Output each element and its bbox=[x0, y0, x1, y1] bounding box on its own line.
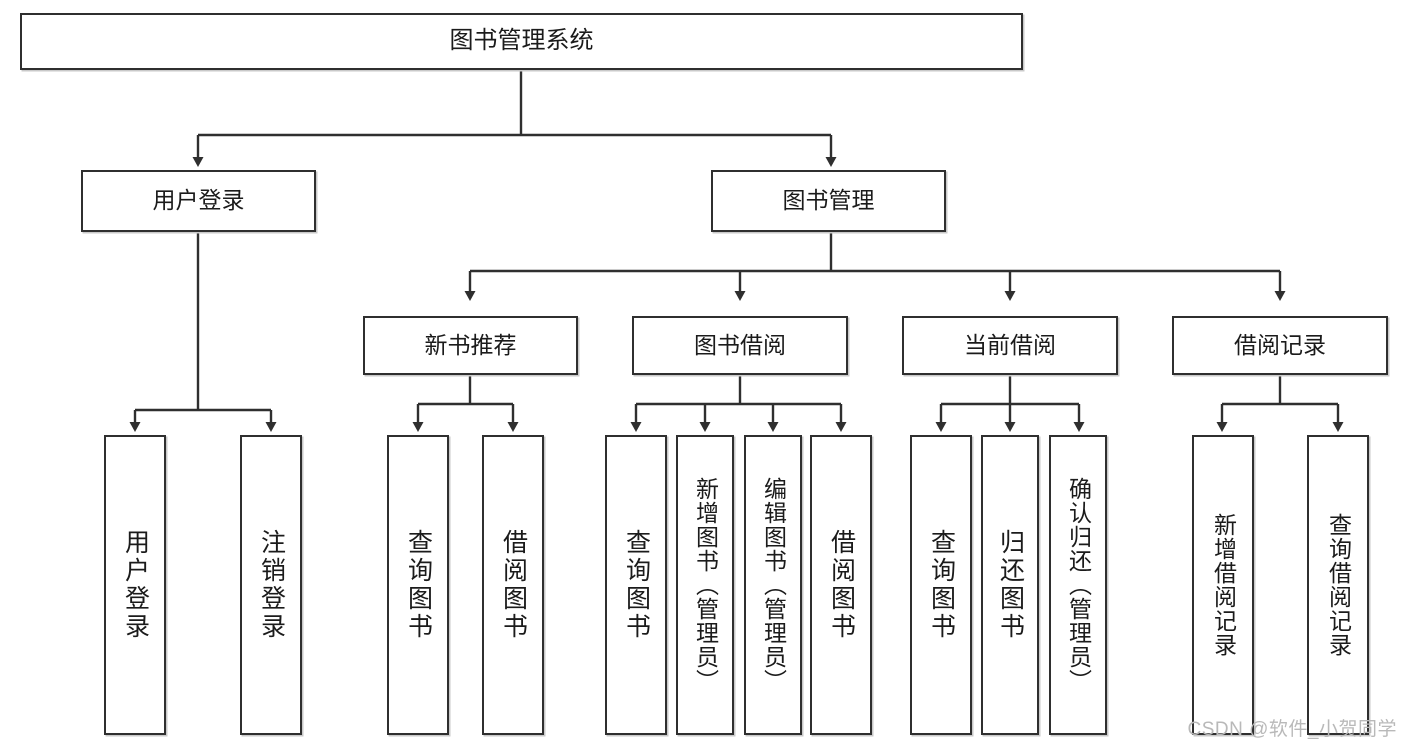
node-borrow-record[interactable]: 借阅记录 bbox=[1172, 316, 1388, 375]
node-label: 查询图书 bbox=[404, 529, 433, 641]
node-label: 图书借阅 bbox=[694, 331, 786, 358]
leaf-user-login-0[interactable]: 用户登录 bbox=[104, 435, 166, 735]
node-book-management[interactable]: 图书管理 bbox=[711, 170, 946, 232]
node-label: 新书推荐 bbox=[424, 331, 517, 358]
node-label: 用户登录 bbox=[152, 187, 245, 214]
node-label: 新增图书（管理员） bbox=[692, 477, 719, 693]
node-label: 确认归还（管理员） bbox=[1065, 477, 1092, 693]
node-label: 图书管理 bbox=[782, 187, 875, 214]
node-label: 查询图书 bbox=[927, 529, 956, 641]
node-label: 当前借阅 bbox=[964, 331, 1056, 358]
node-label: 编辑图书（管理员） bbox=[760, 477, 787, 693]
leaf-book-borrow-3[interactable]: 借阅图书 bbox=[810, 435, 872, 735]
node-label: 借阅记录 bbox=[1234, 331, 1326, 358]
leaf-current-borrow-0[interactable]: 查询图书 bbox=[910, 435, 972, 735]
node-label: 新增借阅记录 bbox=[1210, 513, 1237, 657]
leaf-borrow-record-0[interactable]: 新增借阅记录 bbox=[1192, 435, 1254, 735]
node-new-book-recommend[interactable]: 新书推荐 bbox=[363, 316, 578, 375]
node-user-login[interactable]: 用户登录 bbox=[81, 170, 316, 232]
leaf-current-borrow-2[interactable]: 确认归还（管理员） bbox=[1049, 435, 1107, 735]
leaf-new-book-recommend-0[interactable]: 查询图书 bbox=[387, 435, 449, 735]
node-root-system[interactable]: 图书管理系统 bbox=[20, 13, 1023, 70]
node-label: 图书管理系统 bbox=[449, 27, 594, 55]
leaf-book-borrow-1[interactable]: 新增图书（管理员） bbox=[676, 435, 734, 735]
node-label: 查询借阅记录 bbox=[1325, 513, 1352, 657]
node-label: 借阅图书 bbox=[499, 529, 528, 641]
node-label: 用户登录 bbox=[121, 529, 150, 641]
node-label: 归还图书 bbox=[996, 529, 1025, 641]
leaf-new-book-recommend-1[interactable]: 借阅图书 bbox=[482, 435, 544, 735]
node-book-borrow[interactable]: 图书借阅 bbox=[632, 316, 848, 375]
node-label: 查询图书 bbox=[622, 529, 651, 641]
node-label: 借阅图书 bbox=[827, 529, 856, 641]
leaf-user-login-1[interactable]: 注销登录 bbox=[240, 435, 302, 735]
node-current-borrow[interactable]: 当前借阅 bbox=[902, 316, 1118, 375]
leaf-borrow-record-1[interactable]: 查询借阅记录 bbox=[1307, 435, 1369, 735]
watermark-text: CSDN @软件_小贺同学 bbox=[1187, 719, 1397, 740]
leaf-book-borrow-2[interactable]: 编辑图书（管理员） bbox=[744, 435, 802, 735]
node-label: 注销登录 bbox=[257, 529, 286, 641]
leaf-current-borrow-1[interactable]: 归还图书 bbox=[981, 435, 1039, 735]
leaf-book-borrow-0[interactable]: 查询图书 bbox=[605, 435, 667, 735]
